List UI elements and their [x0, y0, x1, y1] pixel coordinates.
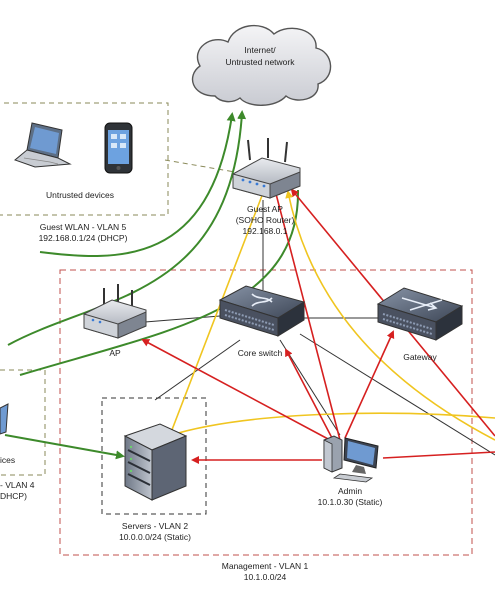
guest-wlan-name: Guest WLAN - VLAN 5	[39, 222, 127, 232]
guest-wlan-label: Guest WLAN - VLAN 5 192.168.0.1/24 (DHCP…	[8, 222, 158, 244]
laptop-icon	[14, 122, 72, 168]
core-switch-label: Core switch	[237, 348, 283, 358]
left-vlan-name: - VLAN 4	[0, 480, 35, 490]
left-vlan-zone	[0, 369, 46, 476]
management-subnet: 10.1.0.0/24	[243, 572, 287, 582]
cloud-line-2: Untrusted network	[225, 57, 295, 67]
core-switch-icon	[218, 285, 306, 337]
guest-ap-router-icon	[232, 138, 301, 199]
guest-ap-type: (SOHO Router)	[235, 215, 295, 225]
internet-cloud-label: Internet/ Untrusted network	[205, 44, 315, 68]
guest-ap-ip: 192.168.0.1	[242, 226, 288, 236]
internet-cloud-icon	[191, 24, 332, 106]
guest-ap-label: Guest AP (SOHO Router) 192.168.0.1	[215, 204, 315, 237]
wired-links	[144, 200, 495, 456]
management-zone	[59, 269, 473, 556]
admin-label: Admin 10.1.0.30 (Static)	[300, 486, 400, 508]
management-name: Management - VLAN 1	[221, 561, 309, 571]
cloud-line-1: Internet/	[244, 45, 276, 55]
admin-name: Admin	[337, 486, 363, 496]
untrusted-devices-label: Untrusted devices	[45, 190, 115, 200]
left-vlan-label: - VLAN 4 DHCP)	[0, 480, 35, 502]
green-paths	[4, 110, 300, 460]
left-vlan-subnet: DHCP)	[0, 491, 27, 501]
admin-workstation-icon	[323, 435, 379, 483]
servers-subnet: 10.0.0.0/24 (Static)	[119, 532, 191, 542]
guest-ap-name: Guest AP	[247, 204, 283, 214]
ap-label: AP	[109, 348, 121, 358]
yellow-paths	[166, 179, 495, 441]
guest-link-dashed	[164, 159, 236, 173]
admin-ip: 10.1.0.30 (Static)	[317, 497, 383, 507]
access-point-icon	[83, 284, 147, 339]
tablet-icon	[0, 403, 9, 435]
gateway-icon	[376, 287, 464, 341]
guest-wlan-subnet: 192.168.0.1/24 (DHCP)	[38, 233, 128, 243]
left-vlan-devices-label: ices	[0, 455, 16, 465]
guest-wlan-zone	[0, 102, 169, 216]
gateway-label: Gateway	[403, 352, 437, 362]
servers-name: Servers - VLAN 2	[121, 521, 189, 531]
servers-label: Servers - VLAN 2 10.0.0.0/24 (Static)	[95, 521, 215, 543]
management-label: Management - VLAN 1 10.1.0.0/24	[205, 561, 325, 583]
server-rack-icon	[123, 423, 188, 501]
servers-zone	[101, 397, 207, 515]
smartphone-icon	[104, 122, 133, 174]
